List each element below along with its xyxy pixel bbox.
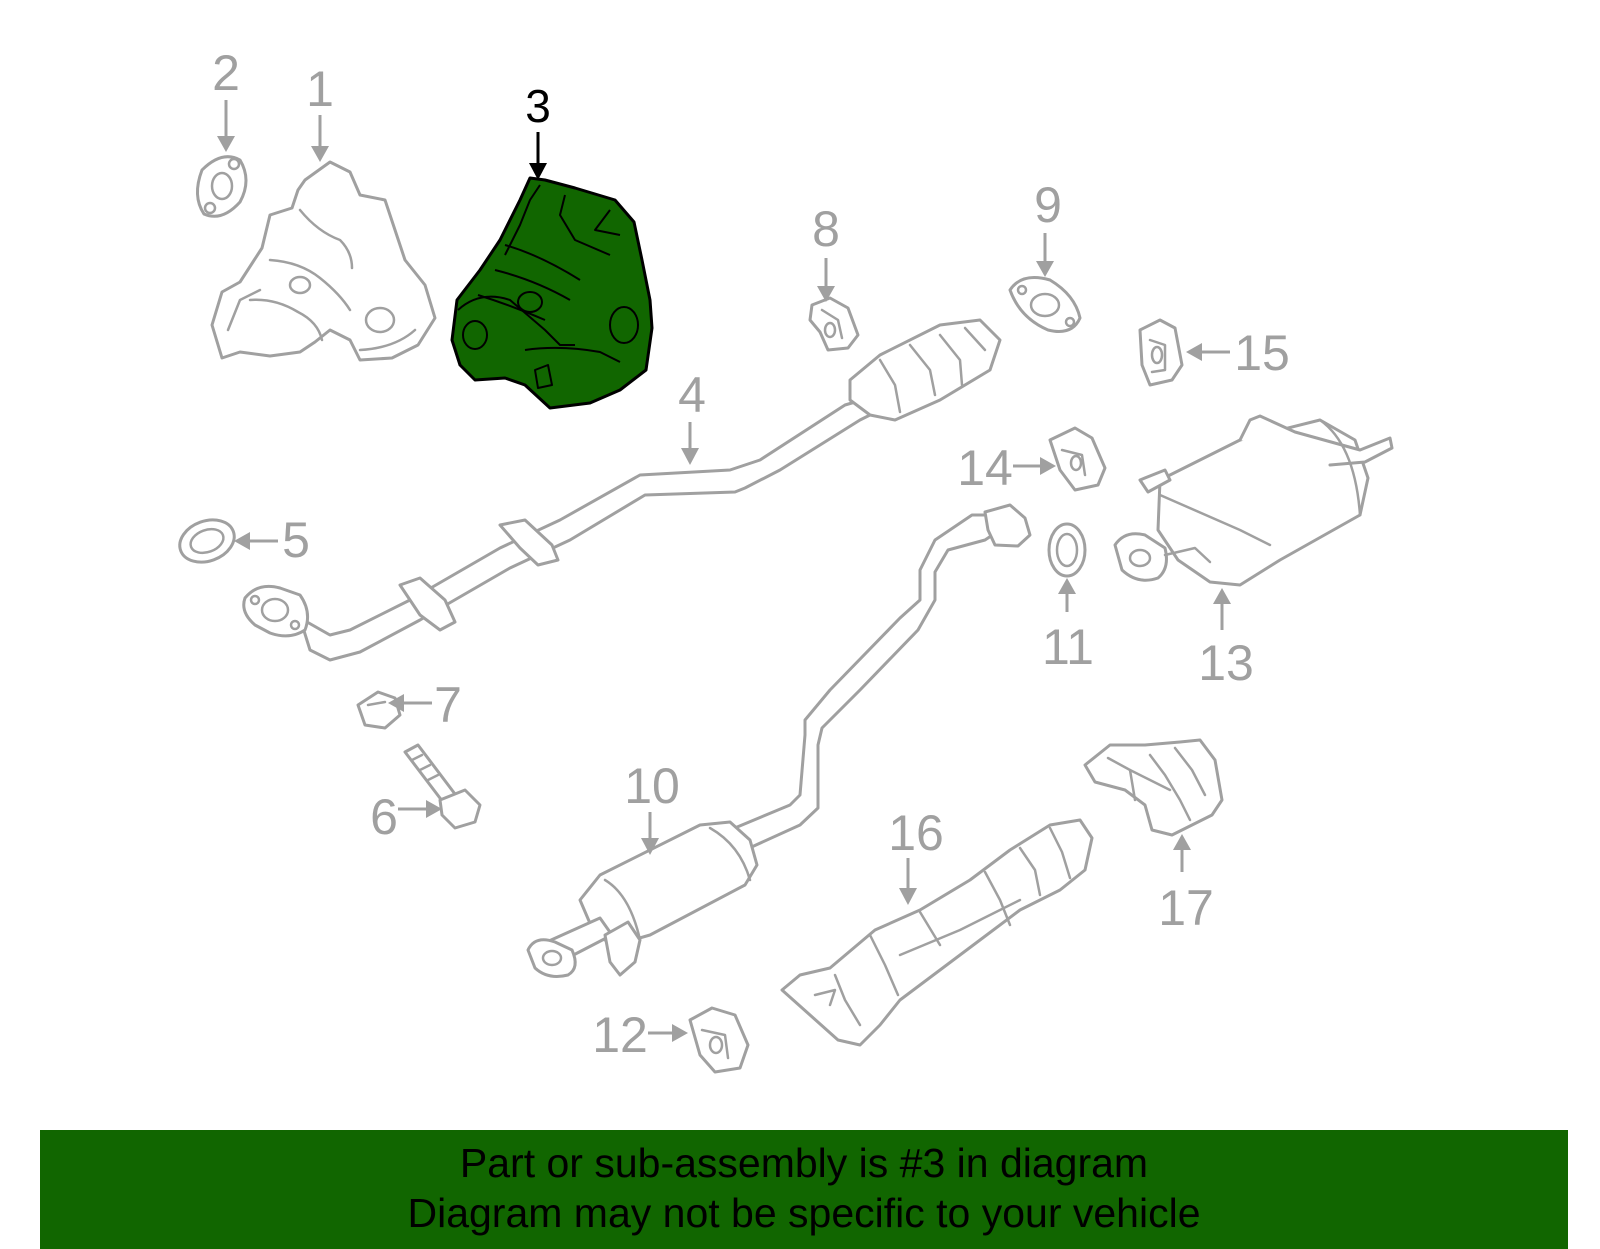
arrow-8 [817, 258, 835, 302]
callout-arrows [217, 100, 1231, 1042]
callout-12: 12 [592, 1007, 648, 1063]
arrow-1 [311, 115, 329, 162]
banner-line-disclaimer: Diagram may not be specific to your vehi… [407, 1190, 1201, 1236]
part-8-hanger[interactable] [808, 296, 860, 352]
arrow-12 [648, 1024, 688, 1042]
arrow-16 [899, 858, 917, 905]
arrow-14 [1013, 457, 1056, 475]
part-10-center-pipe[interactable] [526, 503, 1032, 978]
arrow-7 [388, 694, 432, 712]
callout-4: 4 [678, 367, 706, 423]
part-12-hanger[interactable] [688, 1006, 750, 1074]
callout-labels: 1 2 3 4 5 6 7 8 9 10 11 12 13 14 15 16 1… [212, 45, 1290, 1063]
part-11-gasket[interactable] [1047, 522, 1087, 578]
callout-14: 14 [957, 440, 1013, 496]
callout-8: 8 [812, 201, 840, 257]
part-1-exhaust-manifold[interactable] [210, 160, 437, 362]
part-6-bolt[interactable] [403, 743, 482, 830]
callout-2: 2 [212, 45, 240, 101]
arrow-5 [234, 532, 278, 550]
part-15-hanger[interactable] [1138, 318, 1184, 387]
callout-6: 6 [370, 789, 398, 845]
part-5-gasket[interactable] [174, 513, 240, 570]
arrow-13 [1213, 588, 1231, 630]
banner-line-part: Part or sub-assembly is #3 in diagram [459, 1140, 1149, 1186]
arrow-11 [1058, 578, 1076, 612]
exhaust-parts-diagram: 1 2 3 4 5 6 7 8 9 10 11 12 13 14 15 16 1… [174, 45, 1394, 1074]
callout-9: 9 [1034, 177, 1062, 233]
part-2-gasket[interactable] [196, 155, 248, 218]
arrow-2 [217, 100, 235, 152]
part-13-rear-muffler[interactable] [1113, 414, 1394, 587]
callout-10: 10 [624, 758, 680, 814]
callout-3: 3 [525, 80, 551, 132]
callout-5: 5 [282, 512, 310, 568]
arrow-6 [398, 800, 442, 818]
callout-15: 15 [1234, 325, 1290, 381]
part-4-front-pipe[interactable] [242, 318, 1002, 662]
callout-1: 1 [306, 61, 334, 117]
callout-17: 17 [1158, 880, 1214, 936]
arrow-3 [529, 132, 547, 180]
arrow-4 [681, 422, 699, 465]
arrow-15 [1186, 343, 1230, 361]
callout-13: 13 [1198, 635, 1254, 691]
info-banner: Part or sub-assembly is #3 in diagram Di… [40, 1130, 1568, 1249]
part-7-nut[interactable] [356, 690, 402, 730]
part-14-hanger[interactable] [1048, 426, 1107, 492]
callout-7: 7 [434, 677, 462, 733]
part-3-heat-shield[interactable] [450, 176, 654, 410]
part-9-gasket[interactable] [1008, 276, 1082, 333]
part-16-heat-shield[interactable] [780, 818, 1094, 1047]
arrow-10 [641, 812, 659, 855]
arrow-9 [1036, 233, 1054, 277]
part-17-heat-shield[interactable] [1083, 738, 1224, 837]
callout-16: 16 [888, 805, 944, 861]
callout-11: 11 [1042, 619, 1094, 675]
arrow-17 [1173, 834, 1191, 872]
